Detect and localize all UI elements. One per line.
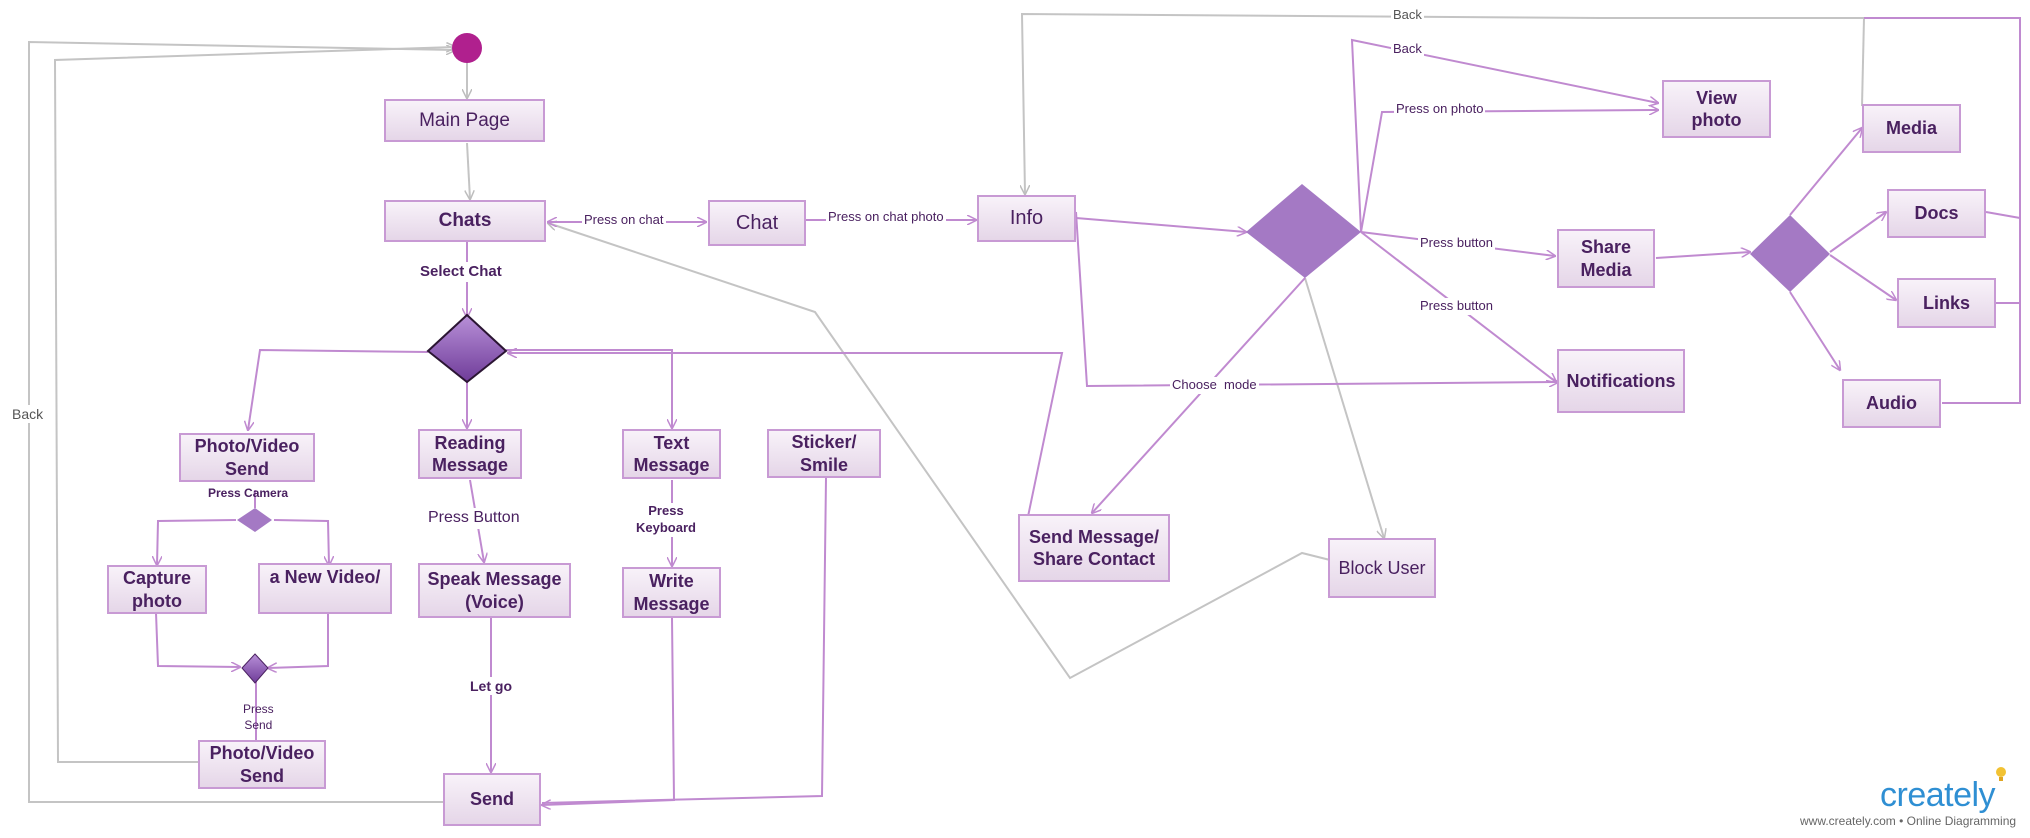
node-speak-message[interactable]: Speak Message (Voice) xyxy=(418,563,571,618)
node-send-message-share-contact-label: Send Message/ Share Contact xyxy=(1028,526,1160,570)
node-photo-video-send-bottom-label: Photo/Video Send xyxy=(209,743,315,786)
node-notifications[interactable]: Notifications xyxy=(1557,349,1685,413)
creately-logo: creately xyxy=(1880,776,1996,814)
node-main-page[interactable]: Main Page xyxy=(384,99,545,142)
node-share-media[interactable]: Share Media xyxy=(1557,229,1655,288)
connector-decision2-docs xyxy=(1829,212,1886,253)
decision-press-camera xyxy=(237,508,272,532)
label-press-button-share: Press button xyxy=(1418,235,1495,252)
decision-share-media xyxy=(1750,215,1830,292)
node-main-page-label: Main Page xyxy=(419,109,510,131)
node-reading-message[interactable]: Reading Message xyxy=(418,429,522,479)
label-press-keyboard: Press Keyboard xyxy=(634,503,698,537)
node-info[interactable]: Info xyxy=(977,195,1076,242)
connector-right-return xyxy=(1864,17,2021,404)
label-select-chat: Select Chat xyxy=(418,262,504,282)
connector-back-left xyxy=(28,40,455,803)
decision-merge xyxy=(241,653,269,684)
connector-top-right-down xyxy=(1861,17,1865,107)
node-view-photo[interactable]: View photo xyxy=(1662,80,1771,138)
node-photo-video-send-top-label: Photo/Video Send xyxy=(194,436,300,479)
label-let-go: Let go xyxy=(468,677,514,696)
connector-write-send xyxy=(542,617,676,805)
label-press-button: Press Button xyxy=(426,508,522,529)
node-chats-label: Chats xyxy=(438,210,492,232)
connector-send-contact-to-decision xyxy=(508,353,1064,556)
connector-back-top xyxy=(1022,12,1864,194)
node-sticker-smile[interactable]: Sticker/ Smile xyxy=(767,429,881,478)
label-choose-mode: Choose mode xyxy=(1170,377,1259,394)
node-write-message-label: Write Message xyxy=(633,571,710,614)
connector-video-merge xyxy=(268,613,329,668)
node-write-message[interactable]: Write Message xyxy=(622,567,721,618)
label-press-on-photo: Press on photo xyxy=(1394,101,1486,118)
node-links[interactable]: Links xyxy=(1897,278,1996,328)
connector-decision2-audio xyxy=(1789,291,1840,370)
connector-small-decision-video xyxy=(273,519,329,565)
connector-decision-photo xyxy=(248,348,429,430)
node-docs[interactable]: Docs xyxy=(1887,189,1986,238)
node-reading-message-label: Reading Message xyxy=(431,432,509,476)
connector-docs-right xyxy=(1985,211,2021,219)
decision-select-chat xyxy=(426,313,508,384)
node-docs-label: Docs xyxy=(1914,203,1959,224)
label-press-button-notifications: Press button xyxy=(1418,298,1495,315)
node-new-video-label: a New Video/ xyxy=(269,567,381,587)
node-media-label: Media xyxy=(1885,118,1937,139)
node-block-user-label: Block User xyxy=(1338,557,1426,578)
node-photo-video-send-bottom[interactable]: Photo/Video Send xyxy=(198,740,326,789)
node-send[interactable]: Send xyxy=(443,773,541,826)
node-text-message[interactable]: Text Message xyxy=(622,429,721,479)
label-press-on-chat: Press on chat xyxy=(582,212,666,229)
connector-decision-text xyxy=(506,349,672,428)
connector-decision-send-contact xyxy=(1092,277,1306,513)
node-share-media-label: Share Media xyxy=(1580,237,1632,280)
label-back-top: Back xyxy=(1391,7,1424,24)
label-press-send: Press Send xyxy=(243,702,274,732)
connector-share-to-decision xyxy=(1655,252,1750,259)
connector-back-view-photo xyxy=(1350,38,1658,233)
node-links-label: Links xyxy=(1922,292,1970,313)
node-info-label: Info xyxy=(1009,207,1044,229)
node-chats[interactable]: Chats xyxy=(384,200,546,242)
label-press-camera: Press Camera xyxy=(208,486,289,500)
node-text-message-label: Text Message xyxy=(633,432,710,476)
node-media[interactable]: Media xyxy=(1862,104,1961,153)
connector-capture-merge xyxy=(155,612,240,667)
decision-info xyxy=(1246,184,1361,278)
node-chat-label: Chat xyxy=(735,211,779,234)
connector-decision2-media xyxy=(1789,128,1862,216)
lightbulb-icon xyxy=(1996,767,2006,781)
label-back-inner: Back xyxy=(1391,41,1424,58)
node-speak-message-label: Speak Message (Voice) xyxy=(427,569,562,612)
connector-back-inner xyxy=(53,47,455,763)
node-sticker-smile-label: Sticker/ Smile xyxy=(791,432,857,475)
node-send-message-share-contact[interactable]: Send Message/ Share Contact xyxy=(1018,514,1170,582)
label-press-on-chat-photo: Press on chat photo xyxy=(826,209,946,226)
connector-small-decision-capture xyxy=(157,519,237,565)
node-send-label: Send xyxy=(469,789,514,810)
start-node xyxy=(452,33,482,63)
connector-diamond-to-block xyxy=(1304,277,1384,538)
node-capture-photo[interactable]: Capture photo xyxy=(107,565,207,614)
node-block-user[interactable]: Block User xyxy=(1328,538,1436,598)
node-notifications-label: Notifications xyxy=(1566,370,1676,391)
connector-info-decision xyxy=(1075,217,1246,232)
node-capture-photo-label: Capture photo xyxy=(122,568,191,611)
node-photo-video-send-top[interactable]: Photo/Video Send xyxy=(179,433,315,482)
connector-block-to-chats xyxy=(548,223,1331,680)
node-audio-label: Audio xyxy=(1866,393,1917,414)
node-new-video[interactable]: a New Video/ xyxy=(258,563,392,614)
node-view-photo-label: View photo xyxy=(1691,87,1742,131)
node-chat[interactable]: Chat xyxy=(708,200,806,246)
connector-decision-view-photo xyxy=(1360,110,1658,233)
connector-info-notifications xyxy=(1075,211,1558,386)
node-audio[interactable]: Audio xyxy=(1842,379,1941,428)
connector-decision2-links xyxy=(1829,254,1896,300)
connector-main-to-chats xyxy=(467,142,470,199)
creately-tagline: www.creately.com • Online Diagramming xyxy=(1800,814,2017,828)
connector-sticker-send xyxy=(541,477,827,804)
label-back-left: Back xyxy=(10,405,46,424)
